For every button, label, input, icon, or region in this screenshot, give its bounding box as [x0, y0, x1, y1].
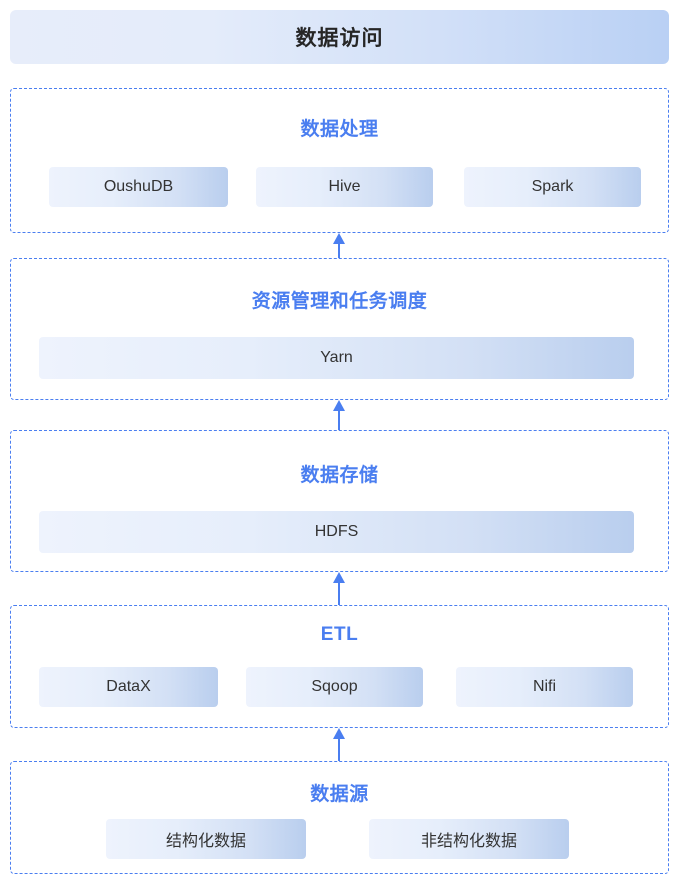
- chip-label: 非结构化数据: [420, 833, 517, 850]
- chip-hdfs[interactable]: HDFS: [39, 511, 634, 553]
- arrow-storage-to-resource: [331, 400, 347, 430]
- chip-label: Yarn: [320, 349, 353, 366]
- section-resource-management: 资源管理和任务调度 Yarn: [10, 258, 669, 400]
- section-title-resource-management: 资源管理和任务调度: [251, 291, 428, 312]
- chip-label: DataX: [106, 678, 151, 695]
- arrow-etl-to-storage: [331, 572, 347, 605]
- chip-label: OushuDB: [103, 178, 174, 195]
- chip-nifi[interactable]: Nifi: [456, 667, 633, 707]
- chip-datax[interactable]: DataX: [39, 667, 218, 707]
- chip-label: 结构化数据: [165, 833, 246, 850]
- section-title-data-source: 数据源: [310, 784, 369, 805]
- data-access-banner: 数据访问: [10, 10, 669, 64]
- arrow-datasource-to-etl: [331, 728, 347, 761]
- chip-unstructured-data[interactable]: 非结构化数据: [369, 819, 569, 859]
- section-title-data-storage: 数据存储: [300, 465, 379, 486]
- section-data-source: 数据源 结构化数据 非结构化数据: [10, 761, 669, 874]
- chip-yarn[interactable]: Yarn: [39, 337, 634, 379]
- chip-structured-data[interactable]: 结构化数据: [106, 819, 306, 859]
- section-title-etl: ETL: [320, 624, 359, 645]
- page-title: 数据访问: [295, 27, 384, 50]
- chip-label: HDFS: [314, 523, 359, 540]
- section-data-storage: 数据存储 HDFS: [10, 430, 669, 572]
- arrow-resource-to-processing: [331, 233, 347, 258]
- chip-hive[interactable]: Hive: [256, 167, 433, 207]
- chip-label: Hive: [328, 178, 361, 195]
- chip-label: Nifi: [532, 678, 557, 695]
- section-title-data-processing: 数据处理: [300, 119, 379, 140]
- section-etl: ETL DataX Sqoop Nifi: [10, 605, 669, 728]
- chip-sqoop[interactable]: Sqoop: [246, 667, 423, 707]
- chip-label: Spark: [531, 178, 574, 195]
- chip-spark[interactable]: Spark: [464, 167, 641, 207]
- section-data-processing: 数据处理 OushuDB Hive Spark: [10, 88, 669, 233]
- chip-oushudb[interactable]: OushuDB: [49, 167, 228, 207]
- chip-label: Sqoop: [311, 678, 358, 695]
